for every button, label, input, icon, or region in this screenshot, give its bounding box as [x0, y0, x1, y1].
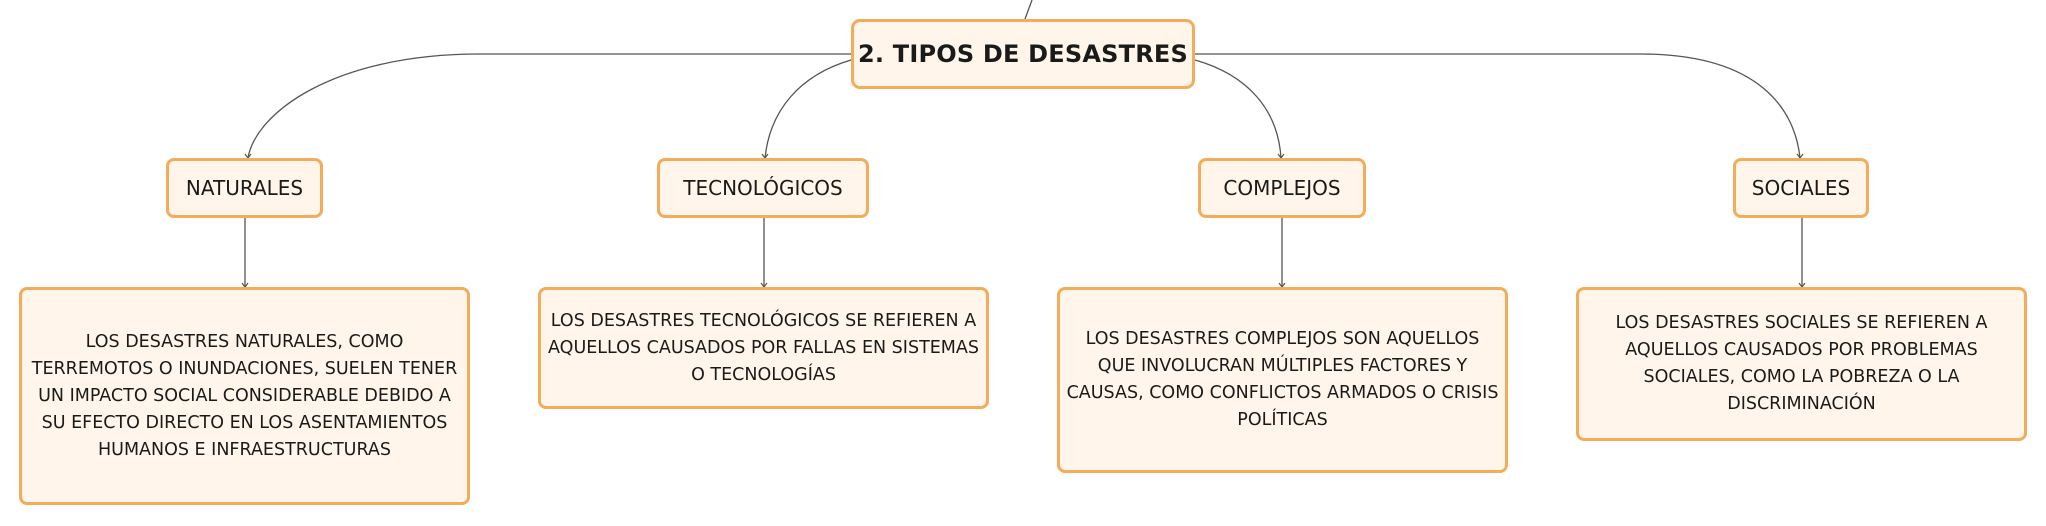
root-node[interactable]: 2. TIPOS DE DESASTRES — [851, 19, 1195, 89]
connector-root-tecnologicos — [764, 59, 852, 159]
description-node-complejos[interactable]: LOS DESASTRES COMPLEJOS SON AQUELLOS QUE… — [1057, 287, 1508, 473]
category-node-complejos[interactable]: COMPLEJOS — [1198, 158, 1366, 218]
connector-root-naturales — [247, 53, 851, 159]
connector-root-sociales — [1195, 53, 1801, 159]
description-node-naturales[interactable]: LOS DESASTRES NATURALES, COMO TERREMOTOS… — [19, 287, 470, 505]
description-text-complejos: LOS DESASTRES COMPLEJOS SON AQUELLOS QUE… — [1066, 329, 1499, 430]
description-text-sociales: LOS DESASTRES SOCIALES SE REFIEREN A AQU… — [1615, 313, 1988, 414]
root-title: 2. TIPOS DE DESASTRES — [858, 40, 1188, 68]
description-text-naturales: LOS DESASTRES NATURALES, COMO TERREMOTOS… — [31, 331, 458, 460]
category-label-sociales: SOCIALES — [1751, 176, 1851, 200]
category-node-sociales[interactable]: SOCIALES — [1733, 158, 1869, 218]
description-text-tecnologicos: LOS DESASTRES TECNOLÓGICOS SE REFIEREN A… — [548, 310, 979, 385]
description-node-sociales[interactable]: LOS DESASTRES SOCIALES SE REFIEREN A AQU… — [1576, 287, 2027, 441]
category-label-naturales: NATURALES — [185, 176, 304, 200]
category-label-complejos: COMPLEJOS — [1223, 176, 1341, 200]
category-node-tecnologicos[interactable]: TECNOLÓGICOS — [657, 158, 869, 218]
connector-root-complejos — [1194, 59, 1282, 159]
category-label-tecnologicos: TECNOLÓGICOS — [683, 176, 843, 200]
parent-connector — [1024, 0, 1033, 20]
category-node-naturales[interactable]: NATURALES — [166, 158, 323, 218]
description-node-tecnologicos[interactable]: LOS DESASTRES TECNOLÓGICOS SE REFIEREN A… — [538, 287, 989, 409]
